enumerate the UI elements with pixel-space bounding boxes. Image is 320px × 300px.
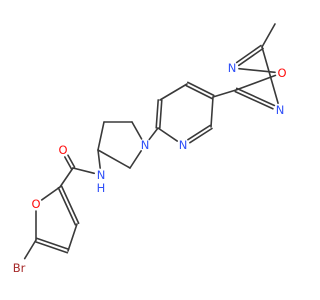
bond-me-c3 <box>261 23 276 48</box>
bond-pr4-nH <box>97 149 101 169</box>
bond-py3-py2-line-0 <box>155 99 160 129</box>
oxadiazole-nitrogen-2-atom: N <box>228 61 237 75</box>
bond-f3-f2-line-1 <box>57 186 77 226</box>
amide-hydrogen-atom: H <box>97 181 106 195</box>
bond-n4-c5-line-1 <box>234 90 274 110</box>
bond-c3-n2-line-0 <box>235 44 262 64</box>
bond-pr4-pr5 <box>97 149 131 169</box>
carbonyl-oxygen-atom: O <box>58 143 67 157</box>
bond-py3-py2-line-1 <box>158 99 163 129</box>
bond-f5-f4-line-1 <box>35 237 70 251</box>
atom-label-layer: N O N N N N H O O Br <box>13 61 287 275</box>
bond-c3-n2-line-1 <box>237 47 264 67</box>
pyridine-nitrogen-atom: N <box>179 138 188 152</box>
oxadiazole-nitrogen-4-atom: N <box>276 103 285 117</box>
bond-f5-br <box>23 239 37 260</box>
bond-cC-oC-line-1 <box>64 156 73 170</box>
molecule-structure-diagram: N O N N N N H O O Br <box>13 23 287 275</box>
bond-n2-o1 <box>238 67 276 74</box>
bond-f4-f3 <box>67 223 78 252</box>
bond-cC-f2 <box>59 167 74 188</box>
bond-n4-c5-line-0 <box>235 87 276 107</box>
bond-pr5-pN <box>129 150 142 169</box>
bond-py5-py4-line-0 <box>187 81 215 97</box>
bond-c3-n4 <box>261 46 279 105</box>
bond-py5-py4-line-1 <box>185 84 213 100</box>
bond-f3-f2-line-0 <box>60 185 80 225</box>
bond-py4-py3 <box>159 83 188 101</box>
bond-cC-oC-line-0 <box>67 154 76 168</box>
furan-oxygen-atom: O <box>31 197 40 211</box>
bond-pyN-py6-line-0 <box>189 127 213 144</box>
bond-py2-pyN <box>157 127 179 142</box>
oxadiazole-oxygen-atom: O <box>277 66 286 80</box>
amide-nitrogen-atom: N <box>97 168 106 182</box>
bond-pN-pr2 <box>131 121 143 140</box>
bond-f5-f4-line-0 <box>34 240 69 254</box>
pyrrolidine-nitrogen-atom: N <box>141 138 150 152</box>
bromine-atom: Br <box>13 261 26 275</box>
bond-py2-pN <box>148 127 159 141</box>
bond-f2-fO <box>40 186 61 201</box>
bond-o1-c5 <box>235 74 277 91</box>
bond-pr3-pr4 <box>97 121 105 151</box>
bond-nH-cC <box>72 167 96 175</box>
bond-pyN-py6-line-1 <box>187 124 211 141</box>
bond-py6-py5 <box>210 96 214 128</box>
bond-c5-py5 <box>212 89 237 98</box>
bond-layer <box>23 23 279 260</box>
